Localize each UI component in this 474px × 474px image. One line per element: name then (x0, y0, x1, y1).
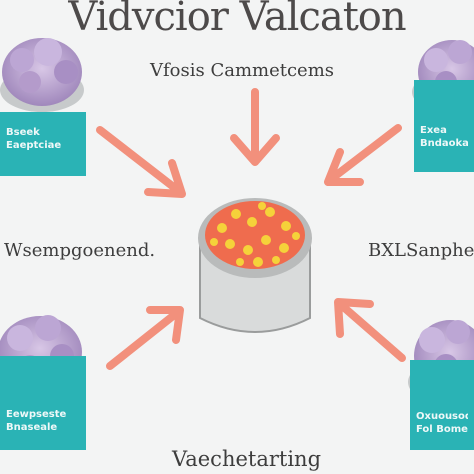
arrow-bottom-right (334, 298, 406, 362)
card-top-left-line-2: Eaeptciae (6, 140, 62, 151)
page-title: Vidvcior Valcaton (68, 0, 406, 40)
top-left-vegetable-cluster (0, 38, 84, 112)
left-label: Wsempgoenend. (4, 240, 156, 261)
arrow-top (230, 88, 280, 166)
card-bottom-left-line-1: Eewpseste (6, 409, 67, 420)
card-bottom-right-line-2: Fol Bome (416, 424, 468, 435)
card-bottom-right: Oxuousode Fol Bome (410, 360, 474, 450)
arrows (96, 88, 406, 370)
card-top-right: Exea Bndaoka (414, 80, 474, 172)
pot-contents (210, 202, 300, 267)
card-top-left: Bseek Eaeptciae (0, 112, 86, 176)
bottom-label: Vaechetarting (172, 447, 322, 471)
card-top-right-line-1: Exea (420, 125, 447, 136)
card-top-left-line-1: Bseek (6, 127, 40, 138)
arrow-bottom-left (106, 306, 184, 370)
card-bottom-left: Eewpseste Bnaseale (0, 356, 86, 450)
center-pot (198, 198, 312, 333)
arrow-top-right (324, 124, 402, 186)
card-top-right-line-2: Bndaoka (420, 138, 468, 149)
card-bottom-right-line-1: Oxuousode (416, 411, 468, 422)
top-label: Vfosis Cammetcems (150, 60, 335, 81)
card-bottom-left-line-2: Bnaseale (6, 422, 58, 433)
right-label: BXLSanphe (368, 240, 474, 261)
arrow-top-left (96, 126, 186, 198)
